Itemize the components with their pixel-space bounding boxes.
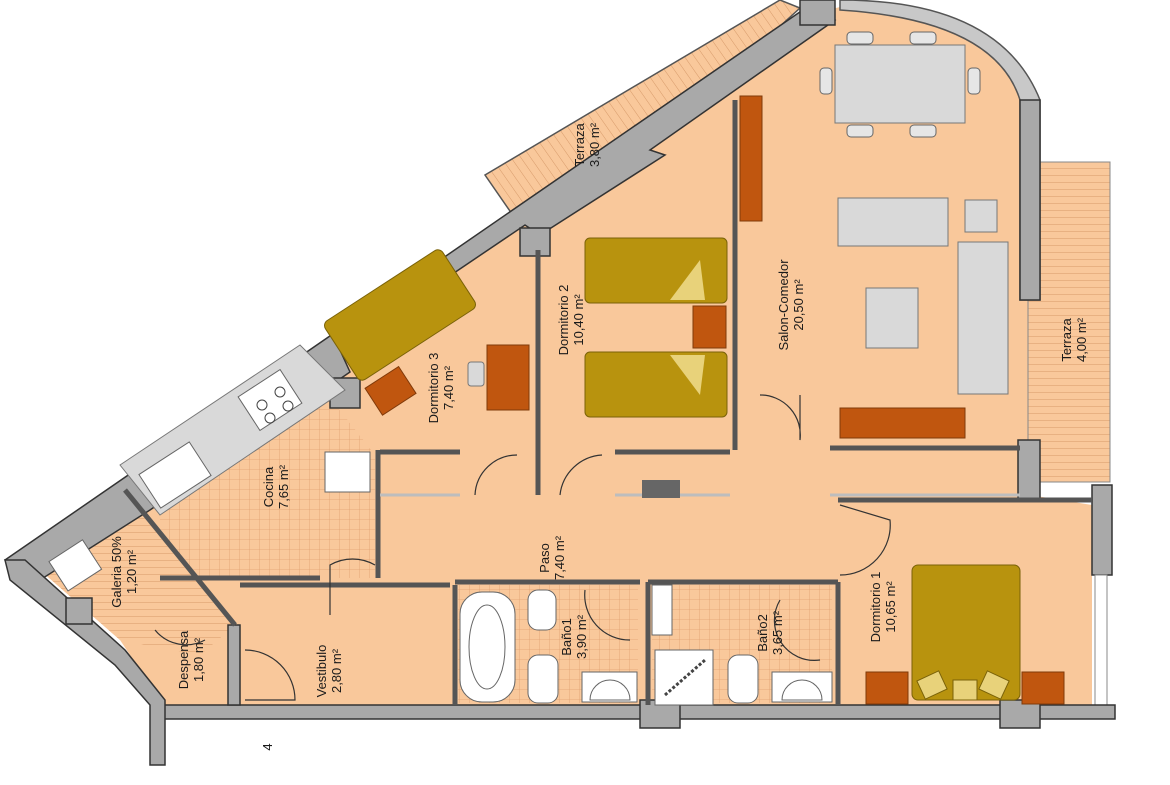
salon-furniture [739, 31, 1009, 439]
room-label-bano-2: Baño23,65 m² [755, 610, 785, 655]
doors [154, 394, 891, 701]
heater-icon [642, 480, 680, 498]
room-label-salon-comedor: Salon-Comedor20,50 m² [776, 259, 806, 351]
wall-pillar [799, 0, 836, 26]
wall-pillar [1017, 439, 1041, 501]
exterior-wall-right-thin [1094, 574, 1108, 711]
toilet-icon [727, 654, 759, 704]
tv-unit-icon [839, 407, 966, 439]
chair-icon [819, 31, 981, 138]
cabinet-icon [739, 95, 763, 222]
sofa-icon [957, 241, 1009, 395]
armchair-icon [964, 199, 998, 233]
wall-pillar [519, 227, 551, 257]
water-heater-icon [651, 584, 673, 636]
room-label-bano-1: Baño13,90 m² [559, 614, 589, 659]
room-label-dormitorio-3: Dormitorio 37,40 m² [426, 353, 456, 424]
chair-icon [467, 361, 485, 387]
sink-icon [138, 441, 212, 509]
terrace-2 [1027, 161, 1111, 483]
kitchen-fixtures [48, 344, 371, 592]
wall-pillar [999, 699, 1041, 729]
bidet-icon [527, 589, 557, 631]
coffee-table-icon [865, 287, 919, 349]
dining-table-icon [834, 44, 966, 124]
bed-icon [584, 351, 728, 418]
room-label-terraza-2: Terraza4,00 m² [1059, 317, 1089, 362]
bedroom1-furniture [865, 564, 1065, 705]
nightstand-icon [364, 365, 417, 416]
room-label-paso: Paso7,40 m² [537, 535, 567, 580]
room-label-dormitorio-2: Dormitorio 210,40 m² [556, 285, 586, 356]
nightstand-icon [692, 305, 727, 349]
room-label-galeria: Galeria 50%1,20 m² [109, 536, 139, 608]
sofa-icon [837, 197, 949, 247]
room-labels: Terraza3,80 m² Dormitorio 210,40 m² Salo… [109, 122, 1089, 750]
washer-icon [48, 539, 103, 592]
exterior-wall-bottom [154, 704, 1116, 720]
pillow-icon [952, 679, 978, 701]
wall-pillar [1019, 99, 1041, 301]
exterior-wall-right [1091, 484, 1113, 576]
nightstand-icon [865, 671, 909, 705]
bathroom-fixtures [459, 584, 833, 706]
bedroom3-furniture [324, 249, 530, 416]
room-label-terraza-1: Terraza3,80 m² [572, 122, 602, 167]
room-label-dormitorio-1: Dormitorio 110,65 m² [868, 572, 898, 643]
room-label-cocina: Cocina7,65 m² [261, 464, 291, 509]
bed-icon [584, 237, 728, 304]
exterior-wall-left2 [227, 624, 241, 706]
toilet-icon [527, 654, 559, 704]
nightstand-icon [1021, 671, 1065, 705]
pillow-icon [916, 670, 948, 700]
pillow-icon [978, 670, 1010, 700]
room-label-vestibulo: Vestibulo2,80 m² [314, 645, 344, 698]
bed-icon [324, 249, 476, 381]
stove-icon [237, 368, 303, 432]
kitchen-floor [160, 385, 375, 578]
room-label-despensa: Despensa1,80 m² [176, 630, 206, 689]
plan-marker: 4 [260, 743, 275, 750]
wall-pillar [65, 597, 93, 625]
bedroom2-furniture [584, 237, 728, 498]
desk-icon [486, 344, 530, 411]
fridge-icon [324, 451, 371, 493]
